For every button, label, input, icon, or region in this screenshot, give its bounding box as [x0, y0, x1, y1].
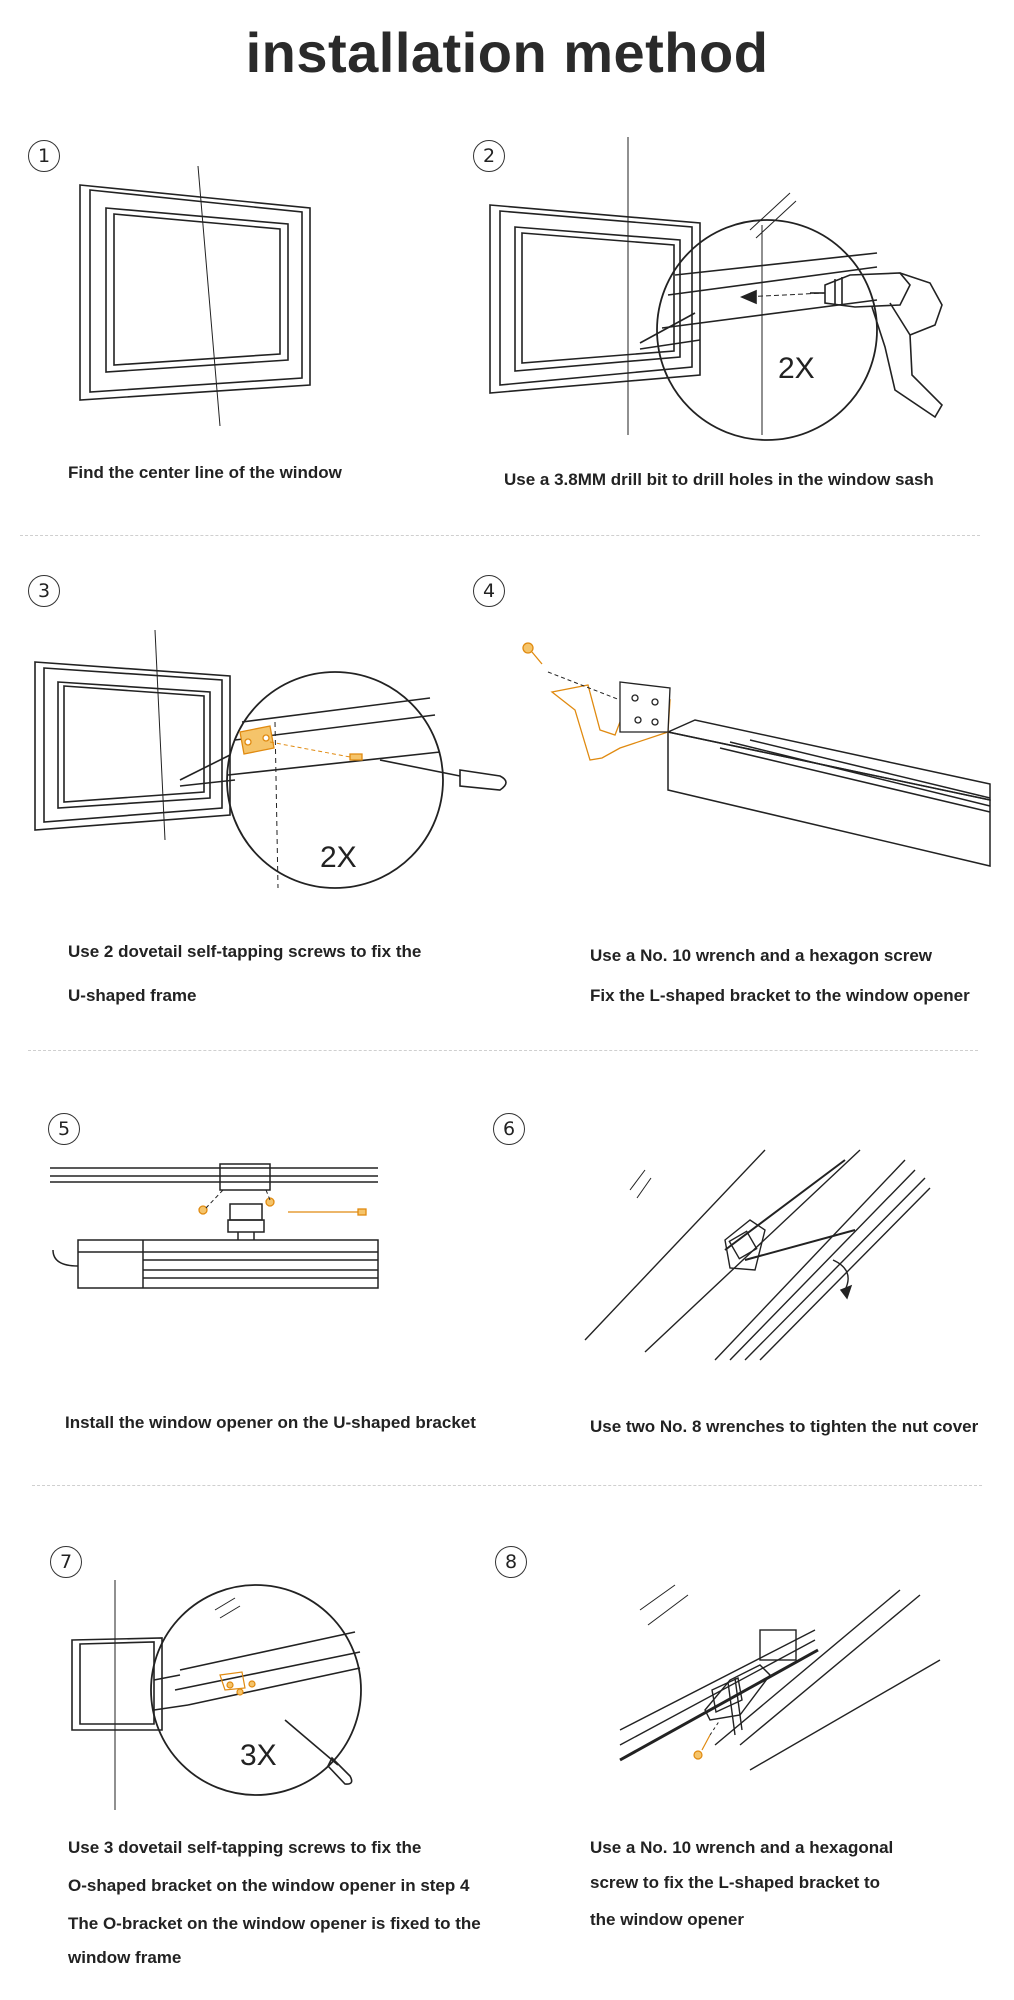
- step-7-caption-line-4: window frame: [68, 1948, 182, 1967]
- step-7-caption-line-2: O-shaped bracket on the window opener in…: [68, 1876, 470, 1895]
- step-7-caption-line-1: Use 3 dovetail self-tapping screws to fi…: [68, 1838, 422, 1857]
- step-1-illustration: [79, 165, 311, 427]
- step-5-caption: Install the window opener on the U-shape…: [65, 1413, 476, 1432]
- step-2-number: 2: [473, 140, 505, 172]
- step-3-caption-line-2: U-shaped frame: [68, 986, 197, 1005]
- step-8-caption-line-2: screw to fix the L-shaped bracket to: [590, 1873, 881, 1892]
- separator: [28, 1050, 978, 1051]
- step-4-caption-line-1: Use a No. 10 wrench and a hexagon screw: [590, 946, 933, 965]
- step-4-number: 4: [473, 575, 505, 607]
- separator: [20, 535, 980, 536]
- step-8-illustration: [619, 1584, 941, 1771]
- step-3-illustration: 2X: [34, 629, 507, 889]
- page-title: installation method: [245, 21, 769, 84]
- step-1-number: 1: [28, 140, 60, 172]
- separator: [32, 1485, 982, 1486]
- step-2-illustration: 2X: [489, 137, 944, 441]
- step-7-count: 3X: [240, 1739, 277, 1772]
- step-7-caption-line-3: The O-bracket on the window opener is fi…: [68, 1914, 481, 1933]
- step-4-illustration: [522, 642, 991, 867]
- step-2-caption: Use a 3.8MM drill bit to drill holes in …: [504, 470, 934, 489]
- step-3-caption-line-1: Use 2 dovetail self-tapping screws to fi…: [68, 942, 422, 961]
- step-8-number: 8: [495, 1546, 527, 1578]
- step-3-count: 2X: [320, 841, 357, 874]
- step-3-number: 3: [28, 575, 60, 607]
- step-1-caption: Find the center line of the window: [68, 463, 342, 482]
- step-7-number: 7: [50, 1546, 82, 1578]
- step-8-caption-line-1: Use a No. 10 wrench and a hexagonal: [590, 1838, 894, 1857]
- step-8-caption-line-3: the window opener: [590, 1910, 744, 1929]
- step-7-illustration: 3X: [71, 1580, 362, 1810]
- step-6-illustration: [584, 1149, 931, 1361]
- step-5-illustration: [50, 1163, 379, 1289]
- step-2-count: 2X: [778, 352, 815, 385]
- step-4-caption-line-2: Fix the L-shaped bracket to the window o…: [590, 986, 970, 1005]
- step-6-caption: Use two No. 8 wrenches to tighten the nu…: [590, 1417, 979, 1436]
- step-6-number: 6: [493, 1113, 525, 1145]
- step-5-number: 5: [48, 1113, 80, 1145]
